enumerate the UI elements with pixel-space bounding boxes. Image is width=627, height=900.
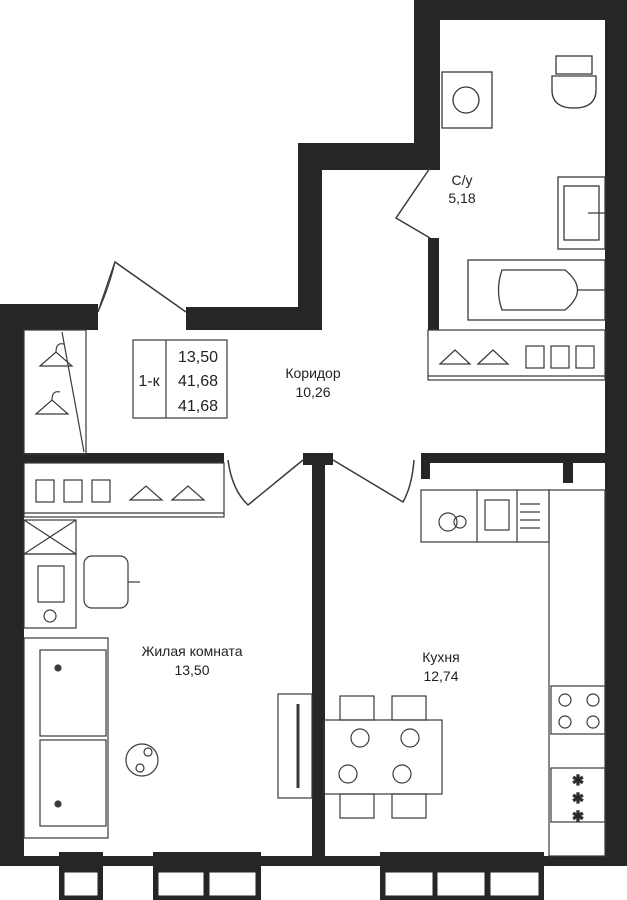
wall-top-right: [414, 0, 627, 20]
bathroom-fixtures: [441, 55, 606, 321]
corridor-name: Коридор: [285, 365, 341, 381]
wall-living-top: [24, 453, 224, 463]
living-room-name: Жилая комната: [141, 643, 242, 659]
svg-text:✱: ✱: [572, 772, 584, 788]
wall-partition-cap: [303, 453, 333, 465]
living-area-value: 13,50: [178, 349, 218, 366]
plate-icon: [400, 728, 420, 748]
living-room-area: 13,50: [174, 662, 209, 678]
wall-bathroom-left: [428, 238, 439, 330]
apartment-info: 1-к 13,50 41,68 41,68: [132, 339, 228, 419]
total-area-value: 41,68: [178, 373, 218, 390]
box-icon: [550, 345, 570, 369]
hanger-icon: [34, 391, 70, 415]
apartment-type: 1-к: [138, 373, 160, 390]
windows: [63, 871, 540, 897]
hanger-icon: [476, 349, 510, 365]
tv-stand: [277, 693, 313, 799]
wall-bottom: [0, 856, 627, 866]
box-icon: [575, 345, 595, 369]
bathroom-corridor-shelf: [427, 329, 606, 381]
dining-table: [323, 719, 443, 795]
fridge: [550, 767, 606, 823]
kitchen-door: [332, 459, 415, 504]
bathroom-vent-grid: [440, 26, 605, 58]
entry-door: [97, 260, 187, 313]
box-icon: [63, 479, 83, 503]
chair: [391, 695, 427, 721]
bathroom-name: С/у: [452, 172, 473, 188]
plate-icon: [338, 764, 358, 784]
sink-icon: [484, 499, 510, 531]
kitchen-counter: ✱ ✱ ✱: [420, 489, 606, 857]
wall-top-right-pier: [414, 20, 440, 78]
wall-kitchen-stub-right: [563, 453, 573, 483]
desk: [23, 519, 140, 629]
chair: [391, 793, 427, 819]
sofa: [23, 637, 109, 839]
hanger-icon: [128, 485, 164, 501]
wall-partition: [312, 455, 325, 864]
cooktop: [550, 685, 606, 735]
hanger-icon: [38, 343, 74, 367]
box-icon: [35, 479, 55, 503]
plate-icon: [350, 728, 370, 748]
hanger-icon: [170, 485, 206, 501]
living-room-wardrobe: [23, 462, 225, 518]
wall-right: [605, 0, 627, 864]
box-icon: [91, 479, 111, 503]
hanger-icon: [438, 349, 472, 365]
kitchen-area: 12,74: [423, 668, 458, 684]
chair: [339, 695, 375, 721]
wall-step: [186, 0, 440, 330]
coffee-table: [125, 743, 159, 777]
corridor-area: 10,26: [295, 384, 330, 400]
washing-machine: [441, 71, 493, 129]
area-with-balcony-value: 41,68: [178, 398, 218, 415]
dining-set: [323, 695, 443, 819]
svg-text:✱: ✱: [572, 808, 584, 824]
wall-kitchen-top: [421, 453, 605, 463]
svg-text:✱: ✱: [572, 790, 584, 806]
doors: [97, 167, 431, 506]
plate-icon: [392, 764, 412, 784]
monitor-icon: [37, 565, 65, 603]
kitchen-name: Кухня: [422, 649, 459, 665]
wall-kitchen-stub: [421, 453, 430, 479]
wall-left: [0, 304, 24, 864]
living-room-door: [227, 459, 304, 506]
box-icon: [525, 345, 545, 369]
office-chair: [83, 555, 129, 609]
bathroom-door: [394, 167, 431, 239]
bathroom-area: 5,18: [448, 190, 475, 206]
toilet: [551, 75, 597, 109]
dishwasher-icon: [438, 512, 458, 532]
chair: [339, 793, 375, 819]
corridor-closet: [23, 329, 87, 455]
